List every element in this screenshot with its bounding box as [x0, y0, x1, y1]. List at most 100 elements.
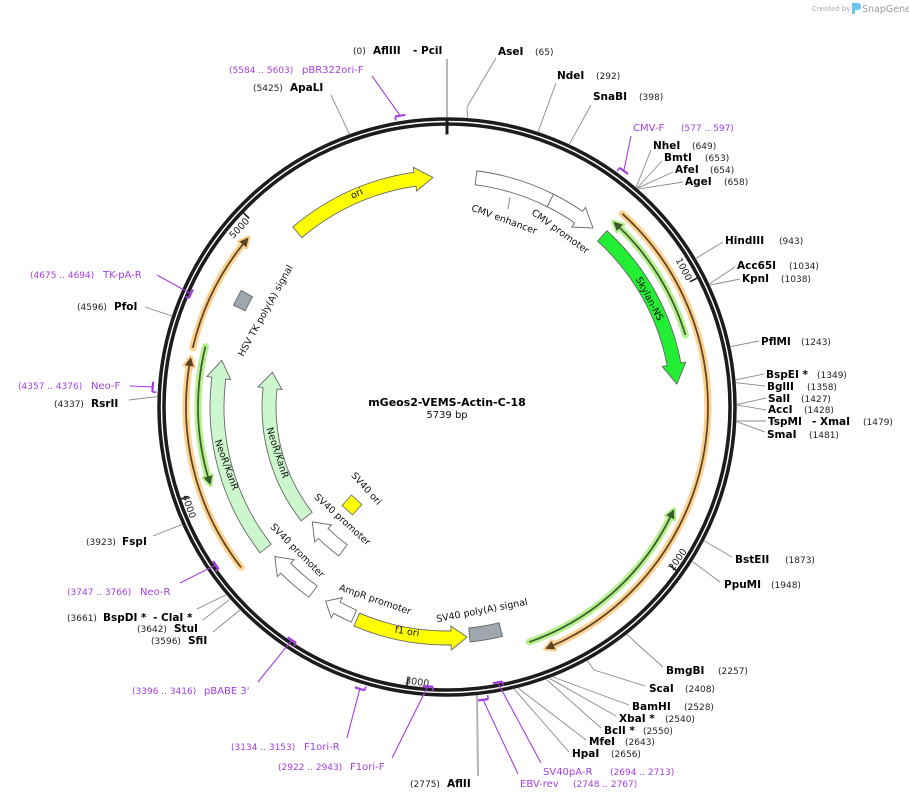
feature-sv40-promoter[interactable]: SV40 promoter: [312, 492, 373, 557]
feature-f1-ori[interactable]: f1 ori: [353, 612, 468, 651]
primer-neo-f[interactable]: Neo-F(4357 .. 4376): [18, 381, 157, 394]
site-name-secondary[interactable]: - ClaI *: [153, 612, 193, 624]
feature-shape[interactable]: [232, 289, 254, 312]
site-name[interactable]: ScaI: [649, 683, 674, 695]
site-name[interactable]: HpaI: [572, 748, 599, 760]
site-mfei[interactable]: MfeI(2643): [589, 736, 655, 748]
site-name[interactable]: TspMI: [768, 416, 802, 428]
feature-shape[interactable]: [274, 555, 318, 598]
site-name-secondary[interactable]: - PciI: [413, 45, 442, 57]
primer-name[interactable]: pBR322ori-F: [302, 65, 364, 76]
feature-cmv-promoter[interactable]: CMV promoter: [529, 193, 594, 257]
feature-hsv-tk-poly-a-signal[interactable]: HSV TK poly(A) signal: [232, 263, 296, 359]
site-name[interactable]: SfiI: [188, 635, 207, 647]
site-pflmi[interactable]: PflMI(1243): [761, 336, 831, 348]
primer-f1ori-r[interactable]: F1ori-R(3134 .. 3153): [231, 686, 367, 753]
site-name-secondary[interactable]: - XmaI: [812, 416, 850, 428]
site-fspi[interactable]: FspI(3923): [86, 536, 147, 548]
site-smai[interactable]: SmaI(1481): [767, 429, 839, 441]
site-hpai[interactable]: HpaI(2656): [572, 748, 641, 760]
feature-ampr-promoter[interactable]: AmpR promoter: [324, 583, 413, 623]
site-name[interactable]: BamHI: [632, 701, 671, 713]
site-name[interactable]: BglII: [767, 381, 794, 393]
feature-shape[interactable]: [596, 230, 687, 385]
site-bmti[interactable]: BmtI(653): [664, 152, 729, 164]
primer-f1ori-f[interactable]: F1ori-F(2922 .. 2943): [278, 684, 434, 773]
feature-shape[interactable]: [206, 359, 272, 554]
feature-shape[interactable]: [324, 597, 358, 623]
feature-shape[interactable]: [468, 622, 503, 643]
site-snabi[interactable]: SnaBI(398): [593, 91, 663, 103]
orf-green-arrow[interactable]: [194, 343, 215, 488]
site-asei[interactable]: AseI(65): [498, 46, 553, 58]
primer-bind-mark-icon[interactable]: [151, 381, 155, 393]
site-bspdi[interactable]: BspDI *(3661)- ClaI *: [67, 612, 193, 624]
feature-shape[interactable]: [292, 166, 434, 239]
primer-bind-mark-icon[interactable]: [394, 113, 406, 118]
primer-pbr322ori-f[interactable]: pBR322ori-F(5584 .. 5603): [229, 65, 406, 121]
primer-name[interactable]: EBV-rev: [520, 779, 559, 790]
primer-name[interactable]: TK-pA-R: [102, 270, 142, 281]
primer-name[interactable]: F1ori-F: [350, 762, 385, 773]
site-name[interactable]: BclI *: [604, 725, 635, 737]
primer-name[interactable]: pBABE 3': [204, 686, 250, 697]
primer-bind-mark-icon[interactable]: [187, 288, 194, 299]
feature-shape[interactable]: [546, 193, 594, 229]
site-ndei[interactable]: NdeI(292): [557, 70, 620, 82]
primer-neo-r[interactable]: Neo-R(3747 .. 3766): [67, 560, 220, 598]
orf-orange-arrow[interactable]: [182, 355, 245, 571]
primer-bind-mark-icon[interactable]: [354, 686, 366, 692]
primer-name[interactable]: Neo-R: [140, 587, 171, 598]
site-ppumi[interactable]: PpuMI(1948): [724, 579, 801, 591]
site-bsteii[interactable]: BstEII(1873): [735, 554, 815, 566]
site-sfii[interactable]: SfiI(3596): [151, 635, 207, 647]
site-bspei[interactable]: BspEI *(1349): [766, 369, 847, 381]
site-name[interactable]: AfeI: [675, 164, 699, 176]
site-name[interactable]: BmgBI: [666, 665, 704, 677]
orf-orange-arrow[interactable]: [543, 210, 712, 652]
feature-ori[interactable]: ori: [292, 166, 434, 239]
site-hindiii[interactable]: HindIII(943): [725, 235, 803, 247]
site-name[interactable]: BmtI: [664, 152, 692, 164]
feature-shape[interactable]: [474, 170, 555, 208]
feature-label[interactable]: SV40 poly(A) signal: [435, 597, 528, 626]
site-name[interactable]: HindIII: [725, 235, 764, 247]
site-name[interactable]: StuI: [174, 623, 198, 635]
site-bcli[interactable]: BclI *(2550): [604, 725, 673, 737]
primer-sv40pa-r[interactable]: SV40pA-R(2694 .. 2713): [492, 680, 674, 778]
primer-bind-mark-icon[interactable]: [492, 680, 503, 685]
primer-bind-mark-icon[interactable]: [212, 560, 220, 570]
site-name[interactable]: AccI: [768, 404, 792, 416]
site-kpni[interactable]: KpnI(1038): [742, 273, 811, 285]
primer-pbabe-3-[interactable]: pBABE 3'(3396 .. 3416): [132, 636, 297, 697]
site-name[interactable]: PfoI: [114, 301, 137, 313]
primer-bind-mark-icon[interactable]: [477, 698, 489, 702]
feature-shape[interactable]: [353, 612, 468, 651]
primer-tk-pa-r[interactable]: TK-pA-R(4675 .. 4694): [30, 270, 194, 299]
site-name[interactable]: AflIII: [373, 45, 401, 57]
site-agei[interactable]: AgeI(658): [685, 176, 748, 188]
feature-shape[interactable]: [257, 371, 313, 522]
site-name[interactable]: BspEI *: [766, 369, 809, 381]
site-acci[interactable]: AccI(1428): [768, 404, 834, 416]
site-rsrii[interactable]: RsrII(4337): [54, 398, 118, 410]
primer-name[interactable]: F1ori-R: [304, 742, 340, 753]
site-stui[interactable]: StuI(3642): [137, 623, 198, 635]
site-name[interactable]: XbaI *: [619, 713, 655, 725]
site-xbai[interactable]: XbaI *(2540): [619, 713, 695, 725]
site-bglii[interactable]: BglII(1358): [767, 381, 837, 393]
site-aflii[interactable]: AflII(2775): [410, 778, 471, 790]
feature-label[interactable]: f1 ori: [394, 625, 420, 640]
site-pfoi[interactable]: PfoI(4596): [77, 301, 137, 313]
feature-neor-kanr[interactable]: NeoR/KanR: [257, 371, 313, 522]
primer-ebv-rev[interactable]: EBV-rev(2748 .. 2767): [477, 695, 637, 790]
site-name[interactable]: SnaBI: [593, 91, 627, 103]
primer-name[interactable]: SV40pA-R: [543, 767, 592, 778]
site-name[interactable]: AgeI: [685, 176, 712, 188]
site-name[interactable]: AflII: [447, 778, 471, 790]
site-bamhi[interactable]: BamHI(2528): [632, 701, 714, 713]
site-name[interactable]: PflMI: [761, 336, 791, 348]
site-name[interactable]: KpnI: [742, 273, 769, 285]
site-scai[interactable]: ScaI(2408): [649, 683, 715, 695]
feature-cmv-enhancer[interactable]: CMV enhancer: [470, 170, 555, 237]
